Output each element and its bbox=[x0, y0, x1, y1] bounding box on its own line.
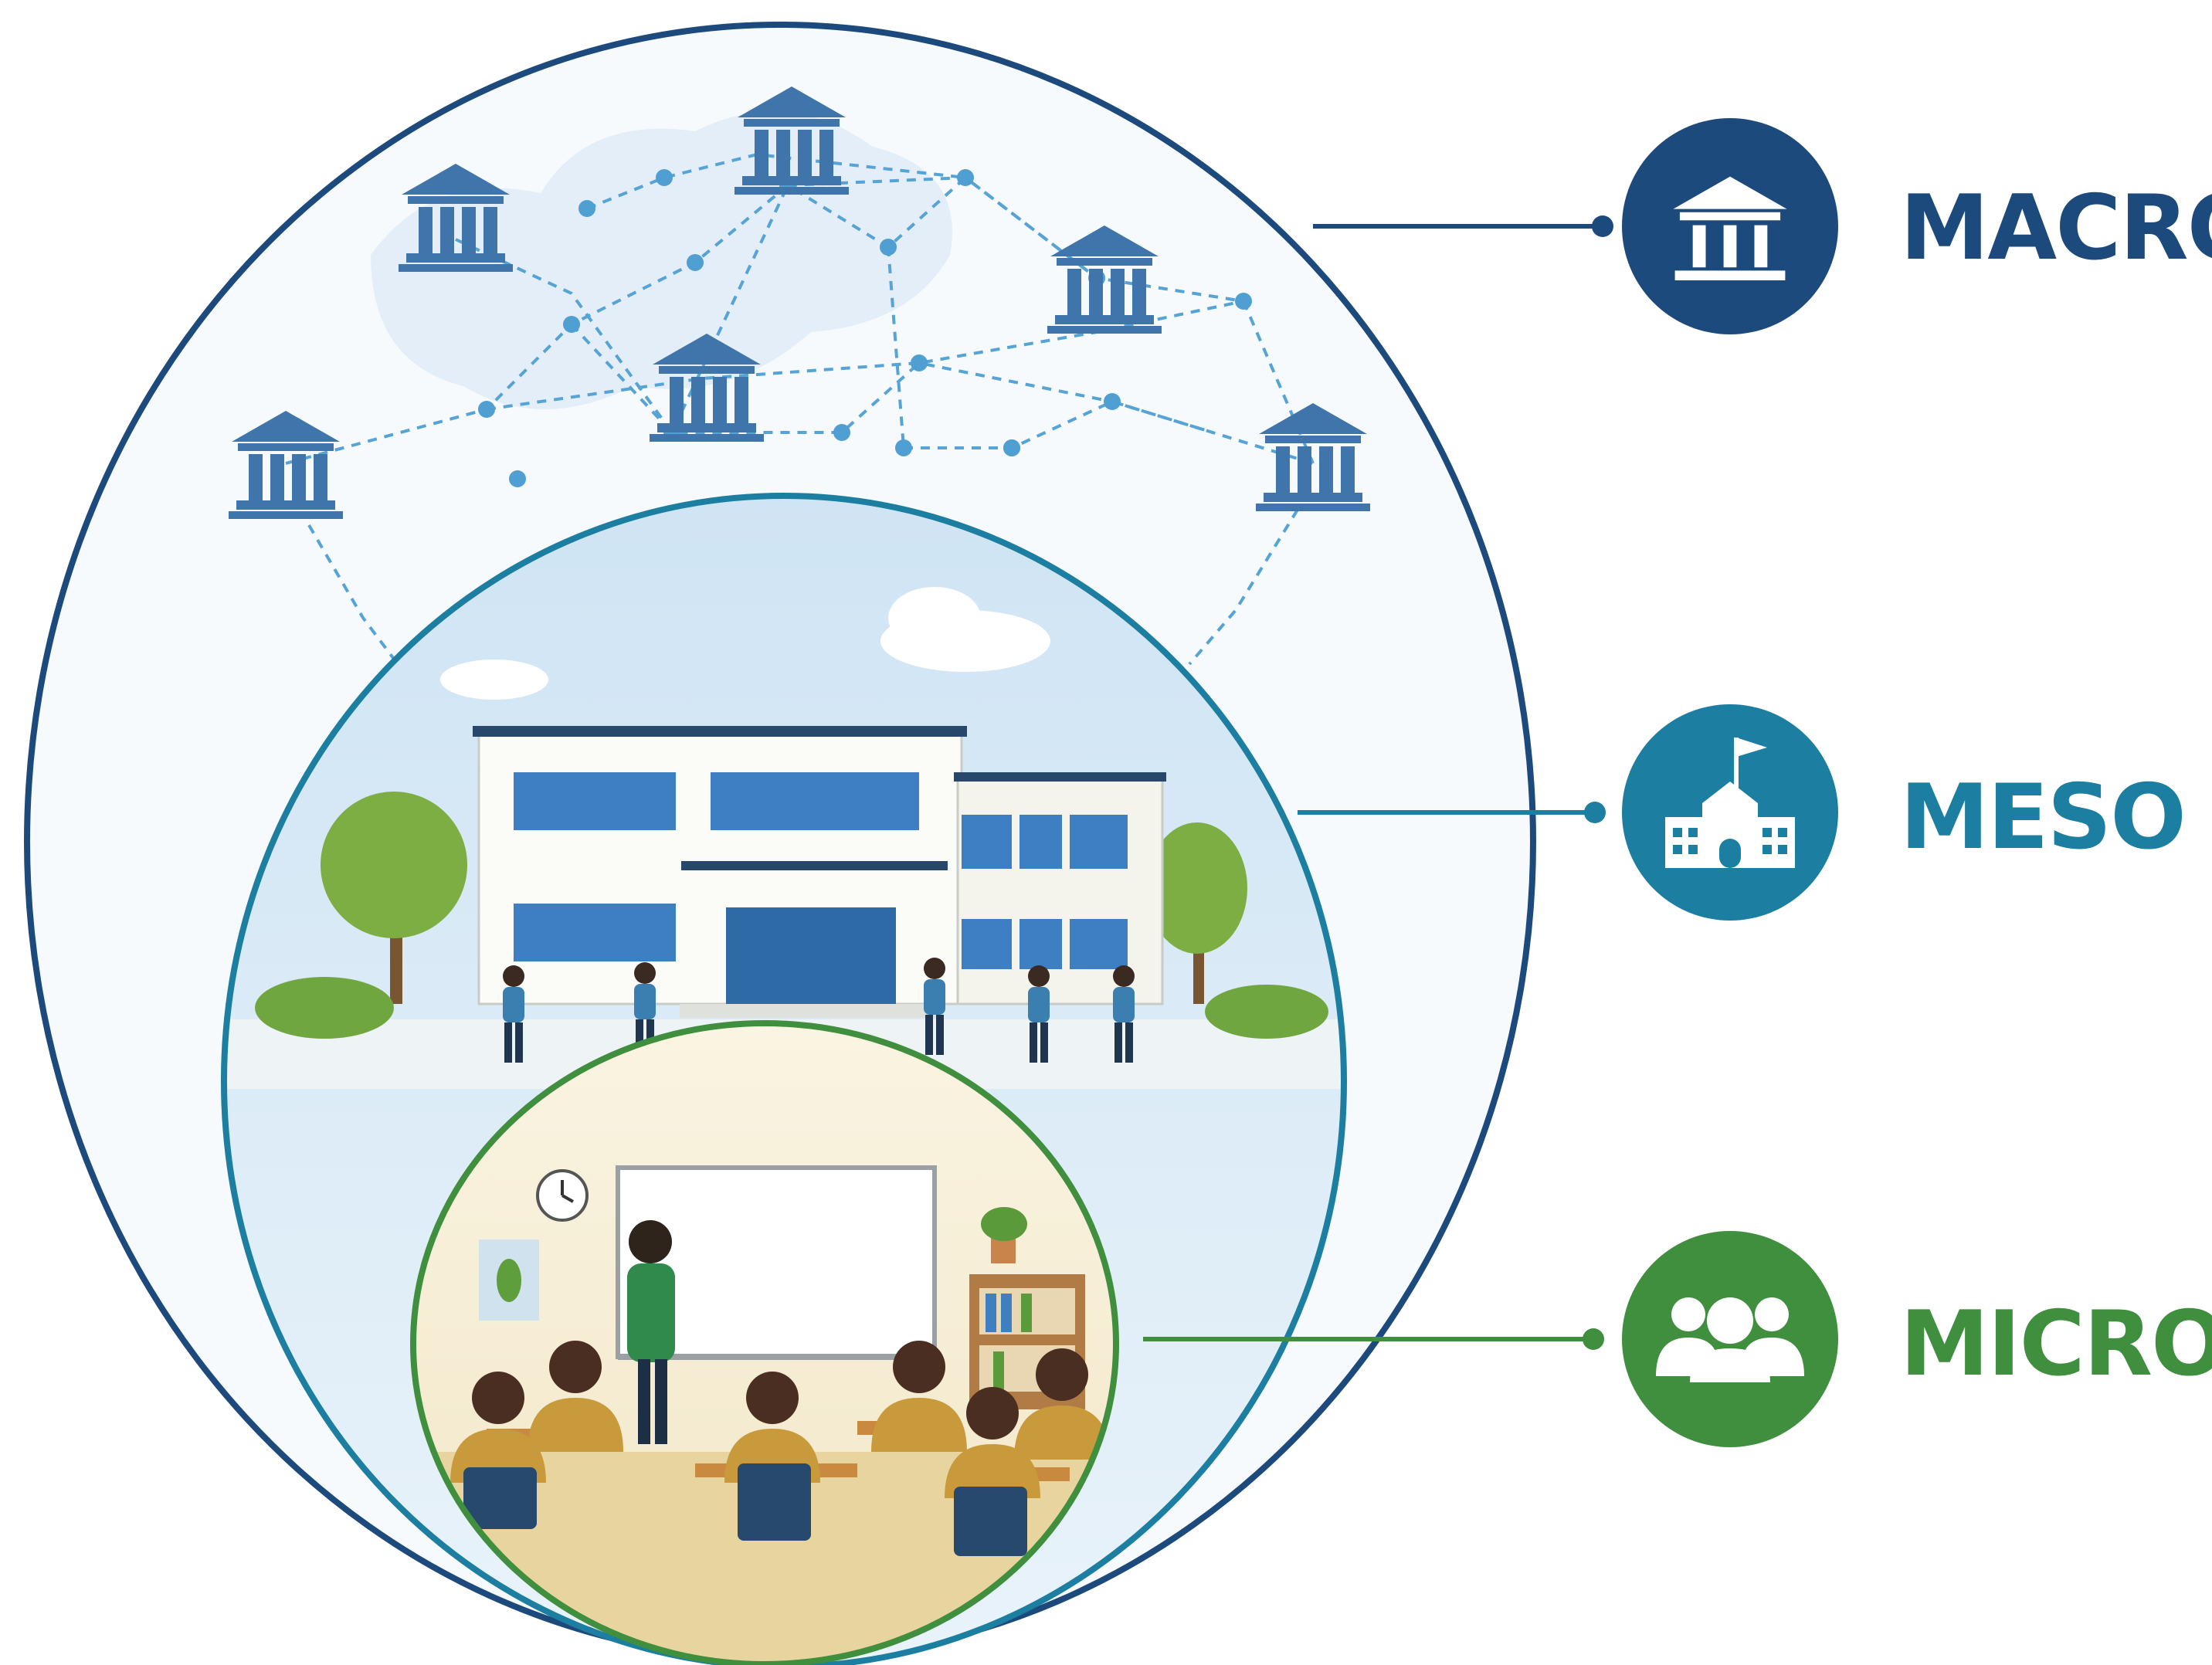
meso-connector bbox=[1298, 802, 1606, 823]
school-building bbox=[473, 726, 1166, 1018]
tree-right bbox=[1147, 822, 1247, 1004]
macro-badge bbox=[1622, 118, 1838, 334]
meso-label: MESO bbox=[1900, 765, 2185, 870]
micro-circle bbox=[410, 1020, 1119, 1665]
macro-connector bbox=[1313, 215, 1613, 237]
macro-label: MACRO bbox=[1900, 176, 2212, 280]
group-people-icon bbox=[1656, 1297, 1804, 1382]
school-building-icon bbox=[1665, 738, 1795, 868]
micro-badge bbox=[1622, 1231, 1838, 1447]
teacher bbox=[627, 1220, 675, 1444]
micro-label: MICRO bbox=[1900, 1292, 2212, 1396]
meso-badge bbox=[1622, 704, 1838, 921]
tree-left bbox=[321, 792, 467, 1004]
institution-icon bbox=[1673, 176, 1787, 280]
micro-connector bbox=[1143, 1328, 1604, 1350]
